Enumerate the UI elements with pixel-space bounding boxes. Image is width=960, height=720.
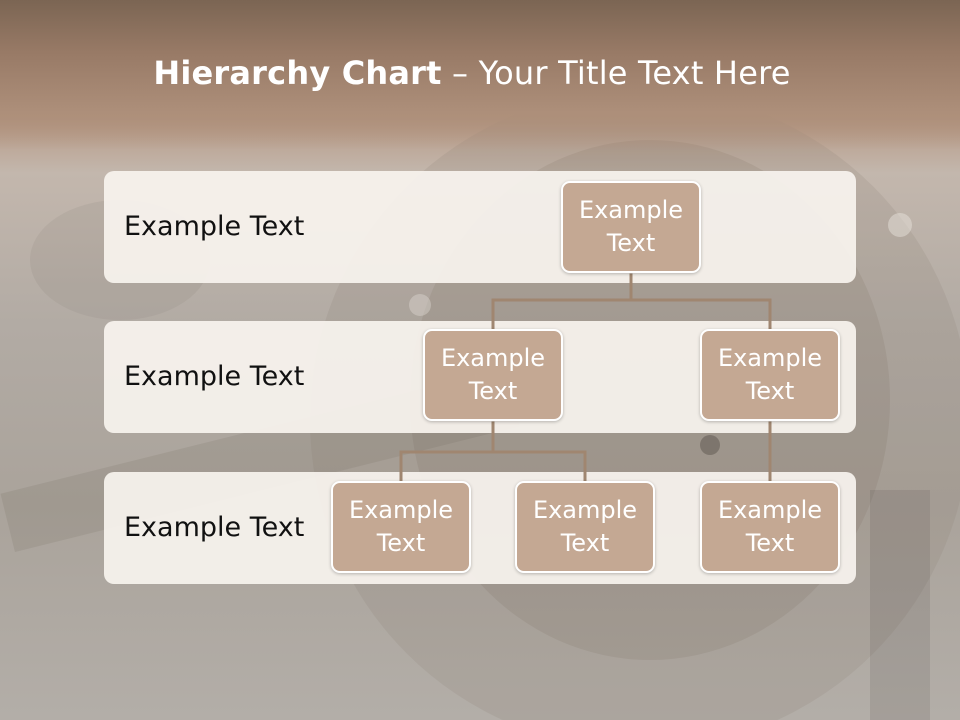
node-root-line1: Example <box>578 196 684 224</box>
node-level3-b-line2: Text <box>560 529 610 557</box>
slide-title: Hierarchy Chart – Your Title Text Here <box>0 54 944 92</box>
node-level3-a[interactable]: Example Text <box>331 481 471 573</box>
node-level2-right-line2: Text <box>745 377 795 405</box>
node-level3-a-line2: Text <box>376 529 426 557</box>
node-level2-left-line2: Text <box>468 377 518 405</box>
title-bold-part: Hierarchy Chart <box>153 54 442 92</box>
node-root[interactable]: Example Text <box>561 181 701 273</box>
node-level3-c-line2: Text <box>745 529 795 557</box>
node-level3-c[interactable]: Example Text <box>700 481 840 573</box>
node-level2-left[interactable]: Example Text <box>423 329 563 421</box>
node-level3-a-line1: Example <box>348 496 454 524</box>
level-2-label: Example Text <box>124 361 305 392</box>
node-level2-right[interactable]: Example Text <box>700 329 840 421</box>
node-root-line2: Text <box>606 229 656 257</box>
node-level2-right-line1: Example <box>717 344 823 372</box>
level-1-label: Example Text <box>124 211 305 242</box>
title-subtitle-part: Your Title Text Here <box>478 54 791 92</box>
level-band-1: Example Text <box>104 171 856 283</box>
node-level3-b[interactable]: Example Text <box>515 481 655 573</box>
level-3-label: Example Text <box>124 512 305 543</box>
title-bar: Hierarchy Chart – Your Title Text Here <box>0 0 960 150</box>
node-level3-c-line1: Example <box>717 496 823 524</box>
node-level2-left-line1: Example <box>440 344 546 372</box>
node-level3-b-line1: Example <box>532 496 638 524</box>
title-separator: – <box>441 54 479 92</box>
